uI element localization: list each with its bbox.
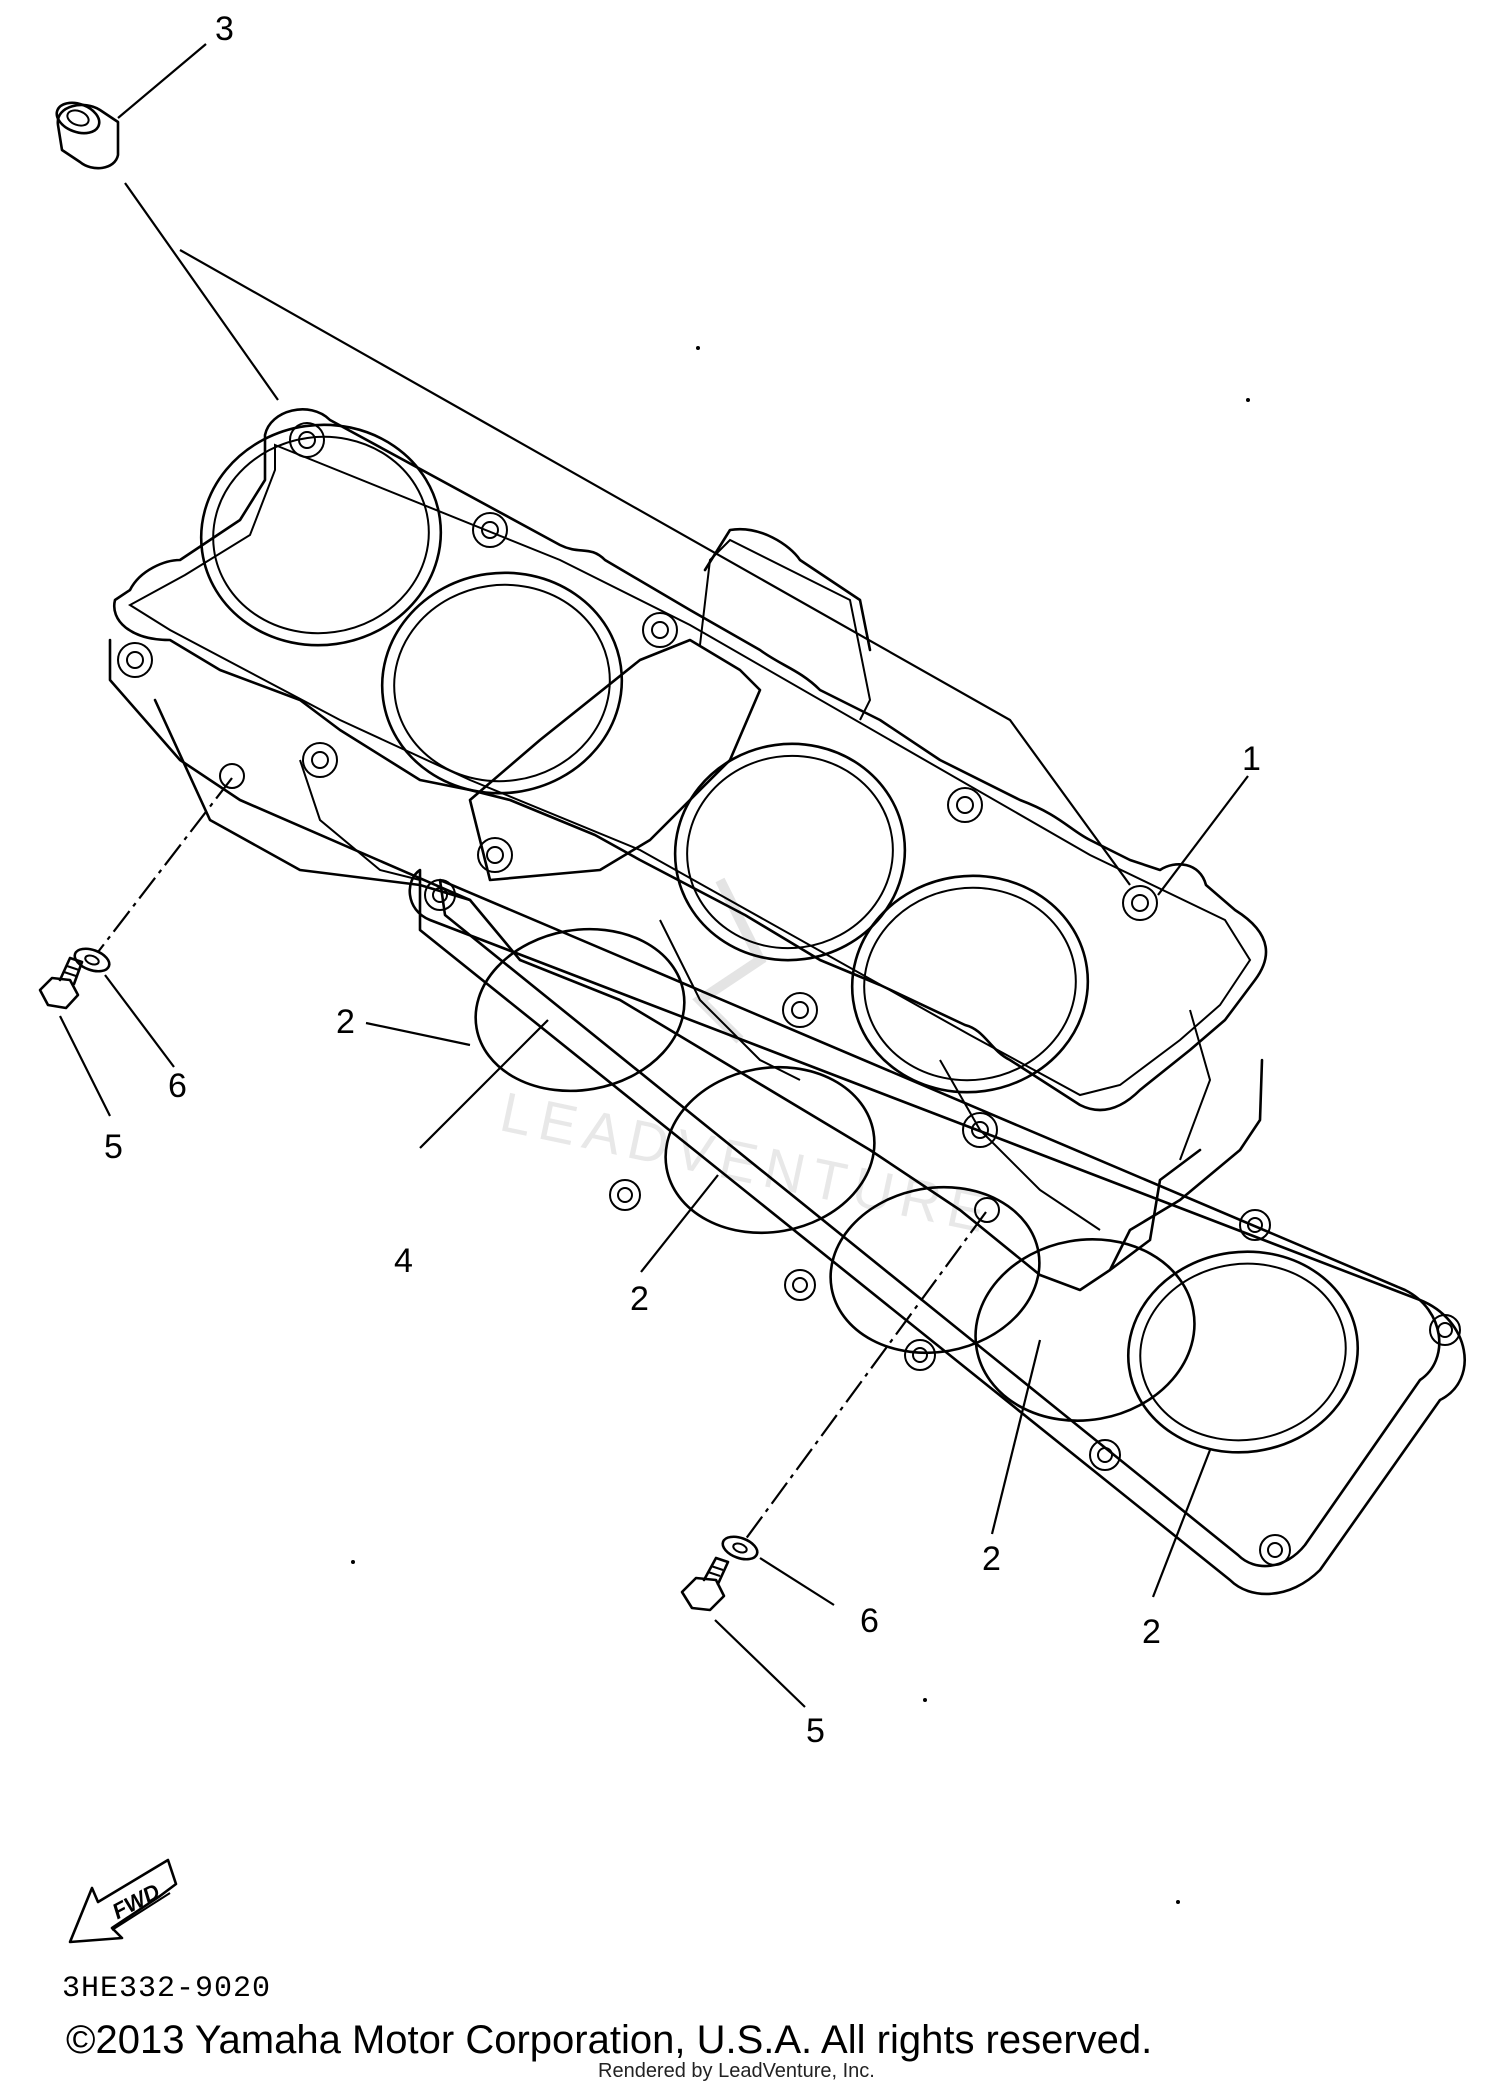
callout-5: 5 bbox=[806, 1712, 825, 1750]
bolt bbox=[680, 1556, 730, 1612]
bolt bbox=[38, 956, 84, 1010]
cylinder-gasket bbox=[408, 868, 1466, 1596]
callout-2: 2 bbox=[982, 1540, 1001, 1578]
cylinder-block bbox=[108, 408, 1268, 1292]
cylinder-bore bbox=[673, 742, 907, 962]
callout-2: 2 bbox=[336, 1003, 355, 1041]
svg-text:LEADVENTURE: LEADVENTURE bbox=[495, 1080, 999, 1246]
fwd-label: FWD bbox=[108, 1878, 164, 1924]
washer bbox=[73, 947, 111, 973]
callouts: 1 2 2 2 2 3 4 5 5 6 6 bbox=[104, 10, 1261, 1750]
washer bbox=[721, 1535, 759, 1561]
cylinder-bore bbox=[850, 874, 1090, 1094]
callout-4: 4 bbox=[394, 1242, 413, 1280]
callout-2: 2 bbox=[1142, 1613, 1161, 1651]
leader-lines bbox=[59, 43, 1249, 1708]
callout-6: 6 bbox=[860, 1602, 879, 1640]
callout-3: 3 bbox=[215, 10, 234, 48]
callout-1: 1 bbox=[1242, 740, 1261, 778]
rendered-by-credit: Rendered by LeadVenture, Inc. bbox=[598, 2060, 875, 2082]
callout-2: 2 bbox=[630, 1280, 649, 1318]
callout-5: 5 bbox=[104, 1128, 123, 1166]
o-ring bbox=[1126, 1250, 1360, 1454]
cylinder-bore bbox=[199, 423, 443, 647]
fwd-arrow-icon: FWD bbox=[68, 1858, 178, 1944]
callout-6: 6 bbox=[168, 1067, 187, 1105]
speck-dots bbox=[351, 346, 1250, 1904]
dowel-pin bbox=[55, 101, 120, 170]
part-number: 3HE332-9020 bbox=[62, 1972, 272, 2006]
cylinder-bore bbox=[380, 571, 624, 795]
copyright-notice: ©2013 Yamaha Motor Corporation, U.S.A. A… bbox=[66, 2018, 1153, 2062]
